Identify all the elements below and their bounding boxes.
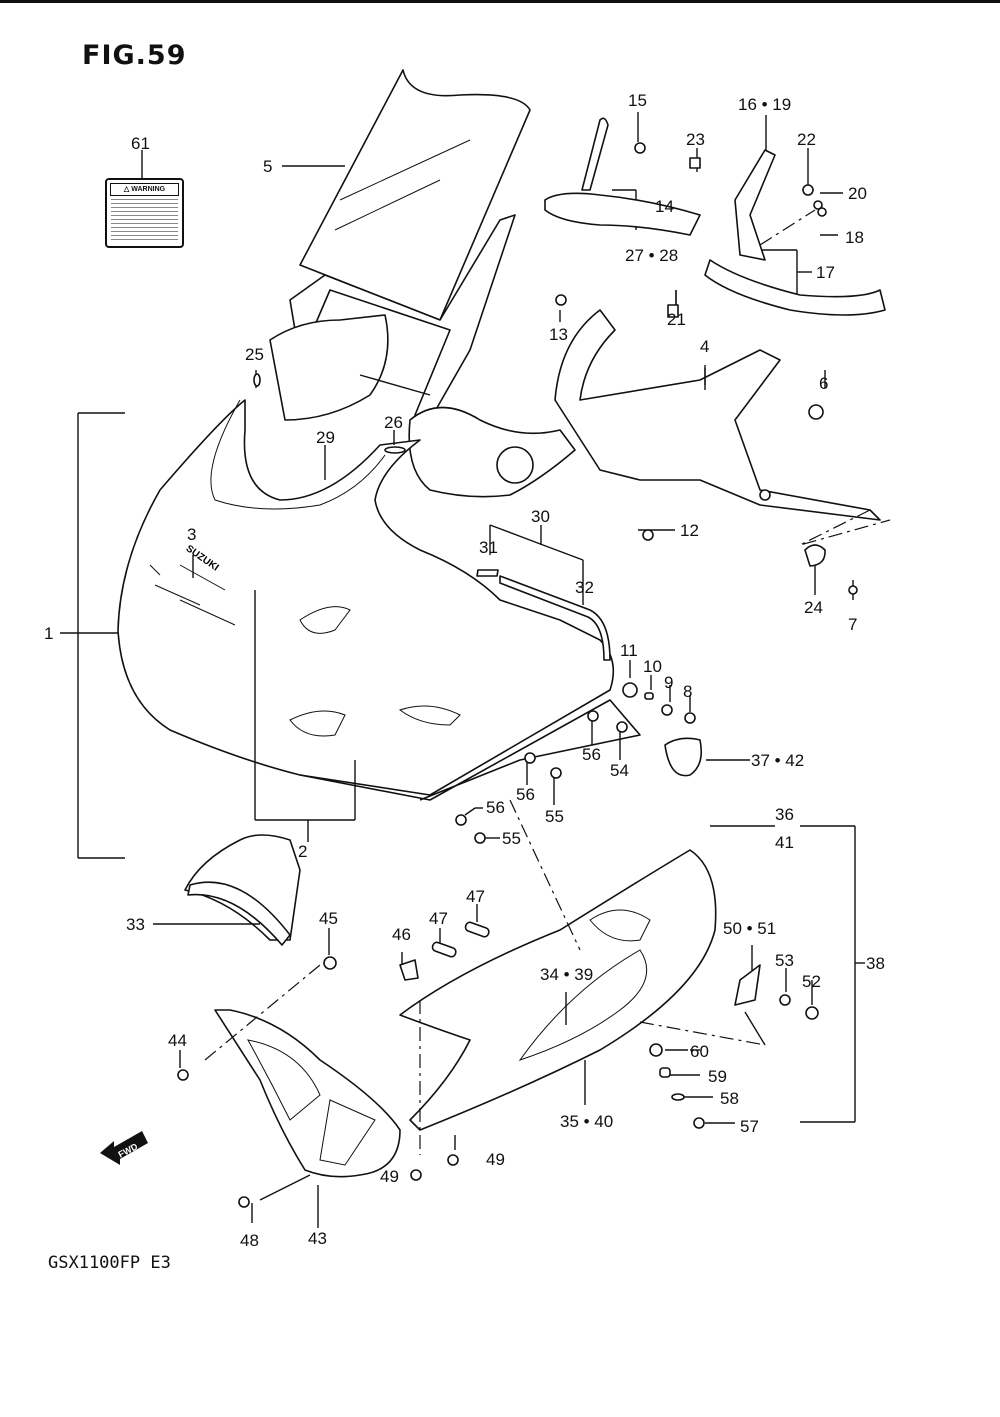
warning-label-part: △ WARNING bbox=[105, 178, 184, 248]
callout-16-19: 16 • 19 bbox=[738, 95, 791, 114]
callout-52: 52 bbox=[802, 972, 821, 991]
under-cowl-bracket-part bbox=[214, 1009, 401, 1178]
callout-59: 59 bbox=[708, 1067, 727, 1086]
callout-56-a: 56 bbox=[582, 745, 601, 764]
callout-49-b: 49 bbox=[380, 1167, 399, 1186]
cowling-frame-part bbox=[554, 309, 891, 546]
callout-13: 13 bbox=[549, 325, 568, 344]
callout-11: 11 bbox=[620, 641, 638, 660]
callout-54: 54 bbox=[610, 761, 629, 780]
figure-title: FIG.59 bbox=[82, 40, 187, 71]
meter-bracket-part bbox=[269, 214, 516, 421]
callout-50-51: 50 • 51 bbox=[723, 919, 776, 938]
callout-55-b: 55 bbox=[502, 829, 521, 848]
callout-6: 6 bbox=[819, 374, 828, 393]
leader-lines bbox=[60, 112, 865, 1228]
callout-21: 21 bbox=[667, 310, 686, 329]
callout-24: 24 bbox=[804, 598, 823, 617]
fasteners bbox=[177, 142, 858, 1208]
callout-53: 53 bbox=[775, 951, 794, 970]
callout-41: 41 bbox=[775, 833, 794, 852]
callout-2: 2 bbox=[298, 842, 307, 861]
callout-49-a: 49 bbox=[486, 1150, 505, 1169]
inner-cowling-edge bbox=[299, 699, 641, 801]
callout-3: 3 bbox=[187, 525, 196, 544]
callout-14: 14 bbox=[655, 197, 674, 216]
warning-label-heading: △ WARNING bbox=[110, 183, 179, 196]
callout-34-39: 34 • 39 bbox=[540, 965, 593, 984]
side-cowl-strip-part bbox=[184, 834, 301, 946]
page-top-border bbox=[0, 0, 1000, 3]
callout-5: 5 bbox=[263, 157, 272, 176]
callout-38: 38 bbox=[866, 954, 885, 973]
callout-36: 36 bbox=[775, 805, 794, 824]
callout-32: 32 bbox=[575, 578, 594, 597]
callout-46: 46 bbox=[392, 925, 411, 944]
windscreen-part bbox=[282, 69, 531, 321]
under-cowling-part bbox=[399, 849, 717, 1131]
arrow-left-icon: FWD bbox=[100, 1131, 148, 1165]
warning-triangle-icon: △ bbox=[123, 186, 132, 193]
callout-18: 18 bbox=[845, 228, 864, 247]
callout-47-b: 47 bbox=[429, 909, 448, 928]
callout-9: 9 bbox=[664, 673, 673, 692]
callout-33: 33 bbox=[126, 915, 145, 934]
callout-20: 20 bbox=[848, 184, 867, 203]
callout-8: 8 bbox=[683, 682, 692, 701]
callout-12: 12 bbox=[680, 521, 699, 540]
warning-label-text-lines bbox=[111, 199, 178, 241]
callout-27-28: 27 • 28 bbox=[625, 246, 678, 265]
forward-direction-indicator: FWD bbox=[98, 1125, 158, 1170]
callout-29: 29 bbox=[316, 428, 335, 447]
callout-10: 10 bbox=[643, 657, 662, 676]
callout-61: 61 bbox=[131, 134, 150, 153]
headlight-mount-part bbox=[408, 406, 576, 498]
inner-cover-brackets bbox=[544, 117, 886, 316]
callout-7: 7 bbox=[848, 615, 857, 634]
callout-23: 23 bbox=[686, 130, 705, 149]
callout-1: 1 bbox=[44, 624, 53, 643]
callout-37-42: 37 • 42 bbox=[751, 751, 804, 770]
model-code-label: GSX1100FP E3 bbox=[48, 1253, 171, 1273]
warning-heading-text: WARNING bbox=[131, 186, 166, 193]
callout-30: 30 bbox=[531, 507, 550, 526]
callout-48: 48 bbox=[240, 1231, 259, 1250]
callout-56-b: 56 bbox=[516, 785, 535, 804]
callout-56-c: 56 bbox=[486, 798, 505, 817]
callout-43: 43 bbox=[308, 1229, 327, 1248]
callout-4: 4 bbox=[700, 337, 709, 356]
callout-31: 31 bbox=[479, 538, 498, 557]
callout-25: 25 bbox=[245, 345, 264, 364]
callout-17: 17 bbox=[816, 263, 835, 282]
callout-15: 15 bbox=[628, 91, 647, 110]
callout-44: 44 bbox=[168, 1031, 187, 1050]
callout-22: 22 bbox=[797, 130, 816, 149]
callout-58: 58 bbox=[720, 1089, 739, 1108]
callout-47-a: 47 bbox=[466, 887, 485, 906]
callout-labels: 61 5 15 16 • 19 23 22 20 14 18 27 • 28 1… bbox=[44, 91, 885, 1250]
callout-26: 26 bbox=[384, 413, 403, 432]
callout-55-a: 55 bbox=[545, 807, 564, 826]
callout-57: 57 bbox=[740, 1117, 759, 1136]
callout-60: 60 bbox=[690, 1042, 709, 1061]
callout-35-40: 35 • 40 bbox=[560, 1112, 613, 1131]
callout-45: 45 bbox=[319, 909, 338, 928]
